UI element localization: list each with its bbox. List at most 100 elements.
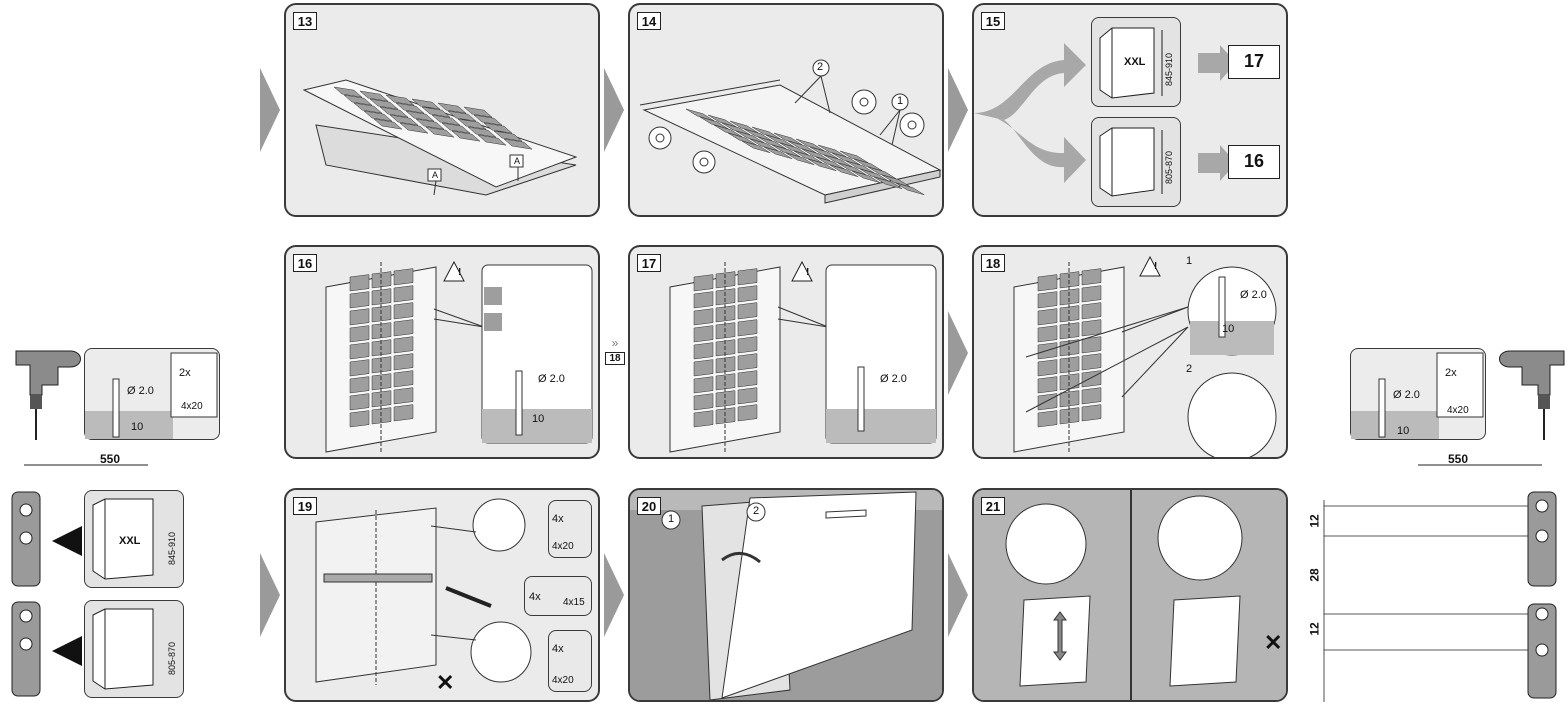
drill-diameter: Ø 2.0 [1393,389,1420,401]
template-cell [477,134,507,146]
template-cell [425,126,455,138]
dimension-a: 12 [1307,514,1322,528]
flow-arrow-row1 [260,68,280,152]
template-cell [1081,319,1102,337]
template-cell [693,291,714,309]
cabinet-standard-card: 805-870 [1091,117,1181,207]
template-cell [737,319,758,337]
template-cell [807,158,837,172]
warning-icon: ! [458,267,462,278]
step-number: 20 [637,497,661,515]
cabinet-standard-icon [1099,127,1163,197]
template-cell [349,308,370,326]
template-cell [693,342,714,360]
dimension-b: 28 [1307,568,1322,582]
right-side-drill-section: Ø 2.0 10 2x 4x20 550 [1340,340,1568,470]
template-cell [333,86,363,98]
template-cell [363,110,393,122]
drill-depth: 10 [1397,425,1410,437]
step-reference-18: » 18 [605,337,625,365]
template-cell [349,274,370,292]
double-chevron-icon: » [611,336,619,350]
callout-2: 2 [817,61,824,73]
callout-1: 1 [897,95,904,107]
cabinet-xxl-icon [1099,27,1163,99]
distance-label: 550 [100,452,121,466]
template-cell [463,106,493,118]
template-cell [1037,359,1058,377]
template-cell [737,353,758,371]
template-cell [371,373,392,391]
screw-qty: 2x [179,367,191,379]
step-18-panel: 18 ! 1 2 Ø 2.0 10 [972,245,1288,459]
cabinet-xxl-label: XXL [119,535,141,547]
screw-size: 4x20 [1447,405,1469,416]
template-cell [693,410,714,428]
dimension-c: 12 [1307,622,1322,636]
screw-size-3: 4x20 [552,675,574,686]
template-cell [1081,370,1102,388]
drill-icon [1499,350,1565,440]
step-20-panel: 20 1 2 [628,488,944,702]
distance-line [1418,464,1542,466]
template-cell [447,110,477,122]
branch-arrows-illustration [974,43,1236,183]
drill-spec-card: Ø 2.0 10 2x 4x20 [84,348,220,440]
screw-pack-2: 4x 4x15 [524,576,592,616]
template-cell [371,288,392,306]
template-cell [349,393,370,411]
template-cell [737,370,758,388]
marker-a-right: A [514,156,521,166]
door-adjustment-illustration: ✕ [974,490,1286,700]
hinge-bracket-icon [1527,603,1557,699]
template-cell [693,325,714,343]
dimension-lines [1323,500,1550,702]
step-number: 15 [981,12,1005,30]
left-side-drill-section: Ø 2.0 10 2x 4x20 550 [0,340,240,470]
drill-hole-diagram [85,352,218,439]
template-cell [411,98,441,110]
cabinet-xxl-card: XXL 845-910 [1091,17,1181,107]
step-13-panel: 13 A A [284,3,600,217]
template-cell [349,325,370,343]
door-template-illustration [1013,255,1277,457]
goto-step-17[interactable]: 17 [1228,45,1280,79]
template-cell [693,376,714,394]
template-cell [393,387,414,405]
template-cell [1081,336,1102,354]
template-cell [715,390,736,408]
template-cell [785,152,815,166]
template-cell [1059,390,1080,408]
template-cell [693,393,714,411]
step-14-panel: 14 2 1 [628,3,944,217]
door-fixing-illustration: ✕ [315,498,532,695]
template-cell [1059,271,1080,289]
template-cell [851,170,881,184]
template-cell [1081,387,1102,405]
template-cell [737,302,758,320]
template-cell [1037,376,1058,394]
screw-pack-3: 4x 4x20 [548,630,592,692]
template-cell [1037,291,1058,309]
drill-depth: 10 [532,413,545,425]
template-cell [873,176,903,190]
template-cell [373,118,403,130]
template-cell [437,102,467,114]
distance-label: 550 [1448,452,1469,466]
template-cell [1037,393,1058,411]
template-cell [715,271,736,289]
template-cell [1059,288,1080,306]
drill-depth: 10 [131,421,144,433]
template-cell [737,336,758,354]
flow-arrow-20-21 [948,553,968,637]
step-number: 17 [637,254,661,272]
goto-step-16[interactable]: 16 [1228,145,1280,179]
template-cell [349,410,370,428]
cabinet-xxl-icon [92,498,154,580]
drill-diameter: Ø 2.0 [1240,289,1267,301]
template-cell [379,106,409,118]
callout-1: 1 [668,513,675,525]
step-19-panel: 19 ✕ 4x 4x20 4x 4x15 4x 4x20 [284,488,600,702]
template-cell [715,288,736,306]
template-cell [393,404,414,422]
